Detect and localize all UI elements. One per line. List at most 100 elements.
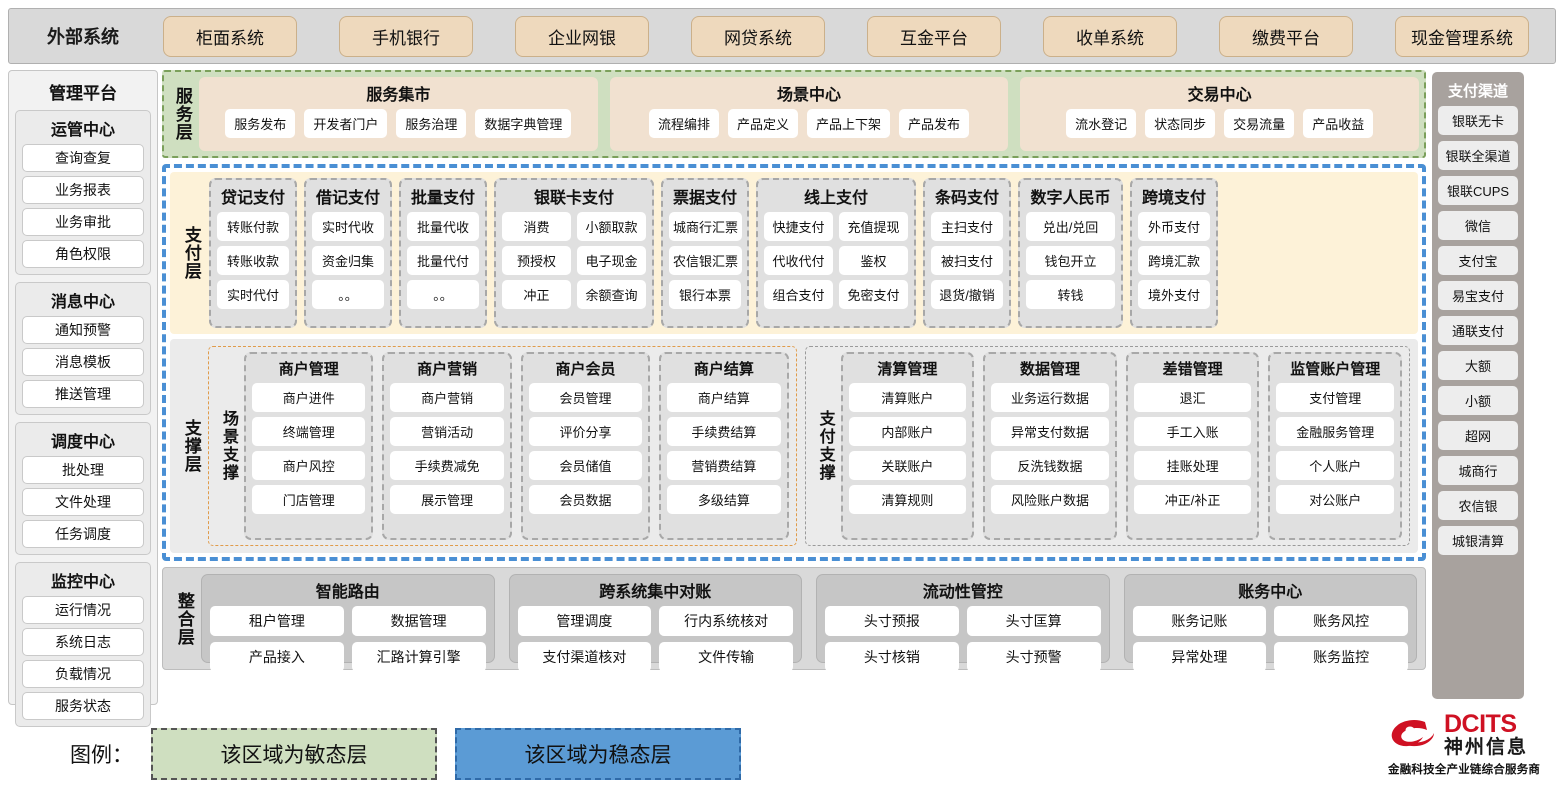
support-chip[interactable]: 支付管理 — [1276, 383, 1395, 412]
integration-chip[interactable]: 文件传输 — [659, 642, 793, 672]
payment-chip[interactable]: 转账收款 — [217, 246, 289, 275]
integration-chip[interactable]: 管理调度 — [517, 606, 652, 636]
external-system-chip[interactable]: 现金管理系统 — [1395, 15, 1529, 57]
management-group-item[interactable]: 消息模板 — [22, 348, 144, 376]
payment-channel-item[interactable]: 易宝支付 — [1438, 281, 1518, 310]
support-chip[interactable]: 商户风控 — [252, 451, 366, 480]
integration-chip[interactable]: 数据管理 — [351, 606, 486, 636]
support-chip[interactable]: 商户进件 — [252, 383, 366, 412]
payment-chip[interactable]: 城商行汇票 — [669, 212, 743, 241]
payment-chip[interactable]: 农信银汇票 — [669, 246, 743, 275]
support-chip[interactable]: 商户营销 — [390, 383, 504, 412]
support-chip[interactable]: 门店管理 — [252, 485, 366, 514]
payment-chip[interactable]: 预授权 — [502, 246, 571, 275]
integration-chip[interactable]: 汇路计算引擎 — [351, 642, 486, 672]
service-chip[interactable]: 交易流量 — [1224, 109, 1295, 138]
payment-channel-item[interactable]: 超网 — [1438, 421, 1518, 450]
payment-channel-item[interactable]: 银联全渠道 — [1438, 141, 1518, 170]
integration-chip[interactable]: 头寸预警 — [966, 642, 1101, 672]
integration-chip[interactable]: 账务风控 — [1274, 606, 1408, 636]
payment-chip[interactable]: 转钱 — [1026, 280, 1115, 309]
payment-chip[interactable]: 电子现金 — [577, 246, 646, 275]
integration-chip[interactable]: 账务监控 — [1274, 642, 1408, 672]
payment-channel-item[interactable]: 通联支付 — [1438, 316, 1518, 345]
management-group-item[interactable]: 文件处理 — [22, 488, 144, 516]
support-chip[interactable]: 风险账户数据 — [991, 485, 1109, 514]
support-chip[interactable]: 业务运行数据 — [991, 383, 1109, 412]
service-chip[interactable]: 产品上下架 — [807, 109, 891, 138]
support-chip[interactable]: 对公账户 — [1276, 485, 1395, 514]
service-chip[interactable]: 状态同步 — [1145, 109, 1216, 138]
payment-channel-item[interactable]: 微信 — [1438, 211, 1518, 240]
service-chip[interactable]: 服务治理 — [396, 109, 467, 138]
payment-channel-item[interactable]: 大额 — [1438, 351, 1518, 380]
integration-chip[interactable]: 产品接入 — [210, 642, 344, 672]
payment-chip[interactable]: 免密支付 — [839, 280, 908, 309]
management-group-item[interactable]: 业务审批 — [22, 208, 144, 236]
integration-chip[interactable]: 头寸预报 — [825, 606, 959, 636]
service-chip[interactable]: 产品发布 — [899, 109, 970, 138]
service-chip[interactable]: 流水登记 — [1066, 109, 1137, 138]
management-group-item[interactable]: 任务调度 — [22, 520, 144, 548]
payment-channel-item[interactable]: 城商行 — [1438, 456, 1518, 485]
payment-chip[interactable]: 实时代收 — [312, 212, 384, 241]
support-chip[interactable]: 终端管理 — [252, 417, 366, 446]
integration-chip[interactable]: 行内系统核对 — [659, 606, 793, 636]
management-group-item[interactable]: 推送管理 — [22, 380, 144, 408]
integration-chip[interactable]: 租户管理 — [210, 606, 344, 636]
payment-chip[interactable]: 小额取款 — [577, 212, 646, 241]
payment-chip[interactable]: 跨境汇款 — [1138, 246, 1210, 275]
payment-chip[interactable]: 退货/撤销 — [931, 280, 1003, 309]
payment-chip[interactable]: 主扫支付 — [931, 212, 1003, 241]
payment-chip[interactable]: 银行本票 — [669, 280, 741, 309]
service-chip[interactable]: 产品收益 — [1303, 109, 1374, 138]
external-system-chip[interactable]: 手机银行 — [339, 15, 473, 57]
payment-chip[interactable]: 境外支付 — [1138, 280, 1210, 309]
support-chip[interactable]: 个人账户 — [1276, 451, 1395, 480]
integration-chip[interactable]: 异常处理 — [1132, 642, 1267, 672]
external-system-chip[interactable]: 互金平台 — [867, 15, 1001, 57]
integration-chip[interactable]: 头寸核销 — [825, 642, 959, 672]
external-system-chip[interactable]: 收单系统 — [1043, 15, 1177, 57]
support-chip[interactable]: 营销费结算 — [667, 451, 781, 480]
management-group-item[interactable]: 运行情况 — [22, 596, 144, 624]
service-chip[interactable]: 服务发布 — [225, 109, 296, 138]
payment-chip[interactable]: 冲正 — [502, 280, 571, 309]
payment-chip[interactable]: 钱包开立 — [1026, 246, 1115, 275]
external-system-chip[interactable]: 网贷系统 — [691, 15, 825, 57]
payment-channel-item[interactable]: 银联CUPS — [1438, 176, 1518, 205]
payment-channel-item[interactable]: 农信银 — [1438, 491, 1518, 520]
integration-chip[interactable]: 头寸匡算 — [966, 606, 1101, 636]
payment-chip[interactable]: 。。 — [312, 280, 384, 309]
management-group-item[interactable]: 负载情况 — [22, 660, 144, 688]
support-chip[interactable]: 关联账户 — [848, 451, 967, 480]
payment-chip[interactable]: 快捷支付 — [764, 212, 833, 241]
payment-chip[interactable]: 兑出/兑回 — [1026, 212, 1115, 241]
external-system-chip[interactable]: 缴费平台 — [1219, 15, 1353, 57]
management-group-item[interactable]: 批处理 — [22, 456, 144, 484]
external-system-chip[interactable]: 柜面系统 — [163, 15, 297, 57]
payment-chip[interactable]: 转账付款 — [217, 212, 289, 241]
external-system-chip[interactable]: 企业网银 — [515, 15, 649, 57]
payment-channel-item[interactable]: 银联无卡 — [1438, 106, 1518, 135]
payment-channel-item[interactable]: 城银清算 — [1438, 526, 1518, 555]
payment-chip[interactable]: 余额查询 — [577, 280, 646, 309]
support-chip[interactable]: 反洗钱数据 — [991, 451, 1109, 480]
support-chip[interactable]: 手续费结算 — [667, 417, 781, 446]
payment-chip[interactable]: 被扫支付 — [931, 246, 1003, 275]
integration-chip[interactable]: 支付渠道核对 — [517, 642, 652, 672]
support-chip[interactable]: 手工入账 — [1133, 417, 1252, 446]
support-chip[interactable]: 退汇 — [1133, 383, 1252, 412]
payment-chip[interactable]: 充值提现 — [839, 212, 908, 241]
support-chip[interactable]: 异常支付数据 — [991, 417, 1109, 446]
support-chip[interactable]: 内部账户 — [848, 417, 967, 446]
support-chip[interactable]: 营销活动 — [390, 417, 504, 446]
support-chip[interactable]: 清算规则 — [848, 485, 967, 514]
payment-chip[interactable]: 鉴权 — [839, 246, 908, 275]
management-group-item[interactable]: 通知预警 — [22, 316, 144, 344]
payment-channel-item[interactable]: 小额 — [1438, 386, 1518, 415]
payment-chip[interactable]: 。。 — [407, 280, 479, 309]
support-chip[interactable]: 商户结算 — [667, 383, 781, 412]
payment-chip[interactable]: 资金归集 — [312, 246, 384, 275]
support-chip[interactable]: 会员数据 — [528, 485, 643, 514]
